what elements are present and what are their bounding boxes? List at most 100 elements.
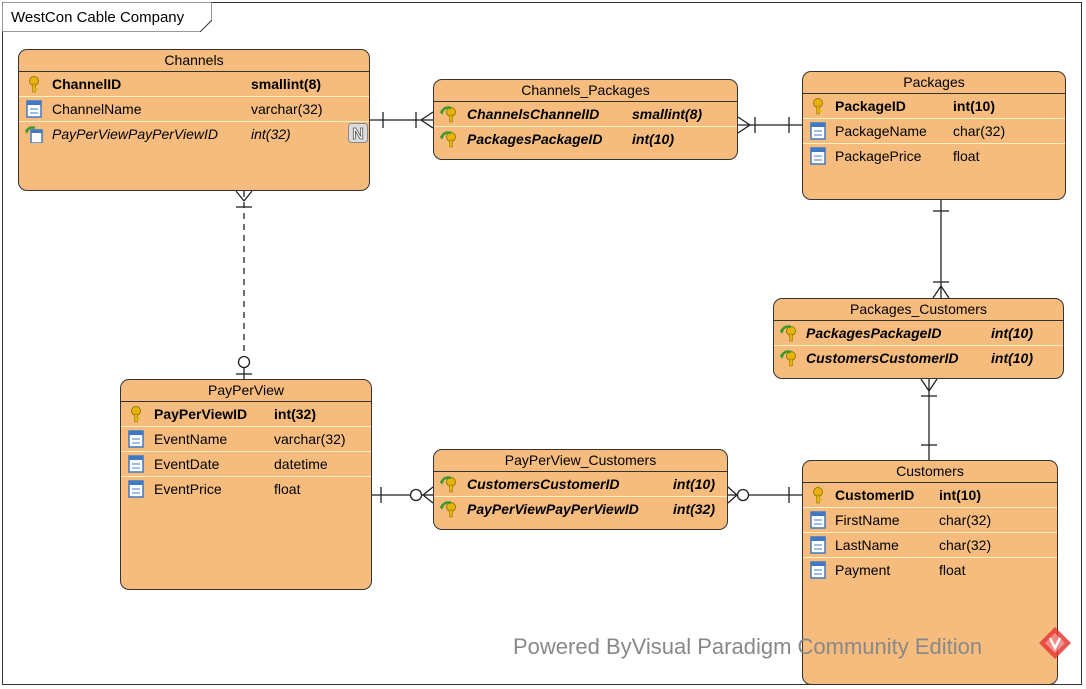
column-type: int(32) bbox=[673, 501, 715, 517]
primary-foreign-key-icon bbox=[440, 501, 456, 518]
primary-foreign-key-icon bbox=[440, 476, 456, 493]
relationship-payperview-channels[interactable] bbox=[235, 190, 253, 379]
column-type: int(10) bbox=[991, 350, 1033, 366]
entity-channels[interactable]: Channels ChannelID smallint(8) ChannelNa… bbox=[18, 49, 370, 191]
column-type: int(10) bbox=[939, 487, 981, 503]
column-icon bbox=[128, 480, 144, 498]
column-type: int(10) bbox=[632, 131, 674, 147]
column-row[interactable]: EventDate datetime bbox=[121, 452, 371, 477]
diagram-title-tab bbox=[2, 2, 212, 32]
primary-key-icon bbox=[29, 76, 39, 93]
entity-header: Customers bbox=[803, 461, 1057, 483]
column-name: PackageID bbox=[835, 98, 906, 114]
column-name: ChannelName bbox=[52, 101, 142, 117]
column-type: datetime bbox=[274, 456, 328, 472]
primary-key-icon bbox=[813, 98, 823, 115]
column-type: int(10) bbox=[953, 98, 995, 114]
column-row[interactable]: LastName char(32) bbox=[803, 533, 1057, 558]
primary-foreign-key-icon bbox=[440, 106, 456, 123]
column-type: int(32) bbox=[274, 406, 316, 422]
column-name: CustomersCustomerID bbox=[467, 476, 620, 492]
column-type: float bbox=[939, 562, 966, 578]
column-type: char(32) bbox=[939, 537, 992, 553]
column-type: int(10) bbox=[673, 476, 715, 492]
column-type: int(10) bbox=[991, 325, 1033, 341]
column-icon bbox=[810, 536, 826, 554]
column-type: char(32) bbox=[939, 512, 992, 528]
relationship-packages-packages-customers[interactable] bbox=[932, 200, 950, 299]
visual-paradigm-logo-icon bbox=[1039, 627, 1071, 659]
column-icon bbox=[810, 511, 826, 529]
column-type: float bbox=[953, 148, 980, 164]
column-type: varchar(32) bbox=[274, 431, 346, 447]
column-row[interactable]: PackagePrice float bbox=[803, 144, 1065, 168]
relationship-customers-packages-customers[interactable] bbox=[920, 378, 938, 460]
column-row[interactable]: PayPerViewPayPerViewID int(32) bbox=[434, 497, 727, 521]
foreign-key-column-icon bbox=[25, 126, 43, 143]
primary-key-icon bbox=[813, 487, 823, 504]
column-name: PayPerViewPayPerViewID bbox=[467, 501, 639, 517]
n-badge-icon: N bbox=[348, 123, 368, 143]
entity-header: Channels_Packages bbox=[434, 80, 737, 102]
column-row[interactable]: ChannelID smallint(8) bbox=[19, 72, 369, 97]
column-icon bbox=[810, 561, 826, 579]
column-name: LastName bbox=[835, 537, 899, 553]
watermark-text: Powered ByVisual Paradigm Community Edit… bbox=[513, 634, 983, 659]
column-type: varchar(32) bbox=[251, 101, 323, 117]
column-row[interactable]: Payment float bbox=[803, 558, 1057, 582]
column-row[interactable]: PackageName char(32) bbox=[803, 119, 1065, 144]
column-row[interactable]: EventPrice float bbox=[121, 477, 371, 501]
entity-header: PayPerView bbox=[121, 380, 371, 402]
entity-payperview[interactable]: PayPerView PayPerViewID int(32) EventNam… bbox=[120, 379, 372, 590]
column-name: PackagesPackageID bbox=[467, 131, 603, 147]
primary-key-icon bbox=[131, 406, 141, 423]
column-icon bbox=[810, 122, 826, 140]
primary-foreign-key-icon bbox=[780, 350, 796, 367]
column-name: EventName bbox=[154, 431, 228, 447]
diagram-title: WestCon Cable Company bbox=[11, 9, 185, 26]
column-name: ChannelID bbox=[52, 76, 122, 92]
column-row[interactable]: ChannelsChannelID smallint(8) bbox=[434, 102, 737, 127]
column-row[interactable]: CustomerID int(10) bbox=[803, 483, 1057, 508]
column-row[interactable]: PackagesPackageID int(10) bbox=[774, 321, 1063, 346]
column-row[interactable]: PackagesPackageID int(10) bbox=[434, 127, 737, 151]
entity-header: Packages_Customers bbox=[774, 299, 1063, 321]
column-icon bbox=[810, 147, 826, 165]
relationship-packages-channels-packages[interactable] bbox=[737, 116, 802, 134]
column-row[interactable]: PackageID int(10) bbox=[803, 94, 1065, 119]
column-row[interactable]: ChannelName varchar(32) bbox=[19, 97, 369, 122]
column-row[interactable]: PayPerViewPayPerViewID int(32) bbox=[19, 122, 369, 146]
entity-packages[interactable]: Packages PackageID int(10) PackageName c… bbox=[802, 71, 1066, 200]
entity-header: Channels bbox=[19, 50, 369, 72]
column-type: smallint(8) bbox=[632, 106, 703, 122]
column-type: smallint(8) bbox=[251, 76, 322, 92]
column-name: PayPerViewID bbox=[154, 406, 248, 422]
column-type: char(32) bbox=[953, 123, 1006, 139]
n-badge-label: N bbox=[352, 126, 364, 143]
column-row[interactable]: EventName varchar(32) bbox=[121, 427, 371, 452]
primary-foreign-key-icon bbox=[780, 325, 796, 342]
column-row[interactable]: CustomersCustomerID int(10) bbox=[774, 346, 1063, 370]
relationship-channels-channels-packages[interactable] bbox=[370, 111, 434, 129]
column-name: Payment bbox=[835, 562, 891, 578]
relationship-customers-payperview-customers[interactable] bbox=[727, 486, 802, 504]
column-name: ChannelsChannelID bbox=[467, 106, 600, 122]
column-name: CustomersCustomerID bbox=[806, 350, 959, 366]
column-icon bbox=[128, 455, 144, 473]
entity-customers[interactable]: Customers CustomerID int(10) FirstName c… bbox=[802, 460, 1058, 685]
column-row[interactable]: PayPerViewID int(32) bbox=[121, 402, 371, 427]
column-name: EventPrice bbox=[154, 481, 222, 497]
column-name: PackagesPackageID bbox=[806, 325, 942, 341]
entity-payperview-customers[interactable]: PayPerView_Customers CustomersCustomerID… bbox=[433, 449, 728, 530]
column-row[interactable]: CustomersCustomerID int(10) bbox=[434, 472, 727, 497]
entity-packages-customers[interactable]: Packages_Customers PackagesPackageID int… bbox=[773, 298, 1064, 379]
column-row[interactable]: FirstName char(32) bbox=[803, 508, 1057, 533]
entity-header: PayPerView_Customers bbox=[434, 450, 727, 472]
column-type: int(32) bbox=[251, 126, 291, 142]
relationship-payperview-payperview-customers[interactable] bbox=[372, 486, 434, 504]
column-icon bbox=[26, 100, 42, 118]
entity-channels-packages[interactable]: Channels_Packages ChannelsChannelID smal… bbox=[433, 79, 738, 160]
column-name: FirstName bbox=[835, 512, 900, 528]
